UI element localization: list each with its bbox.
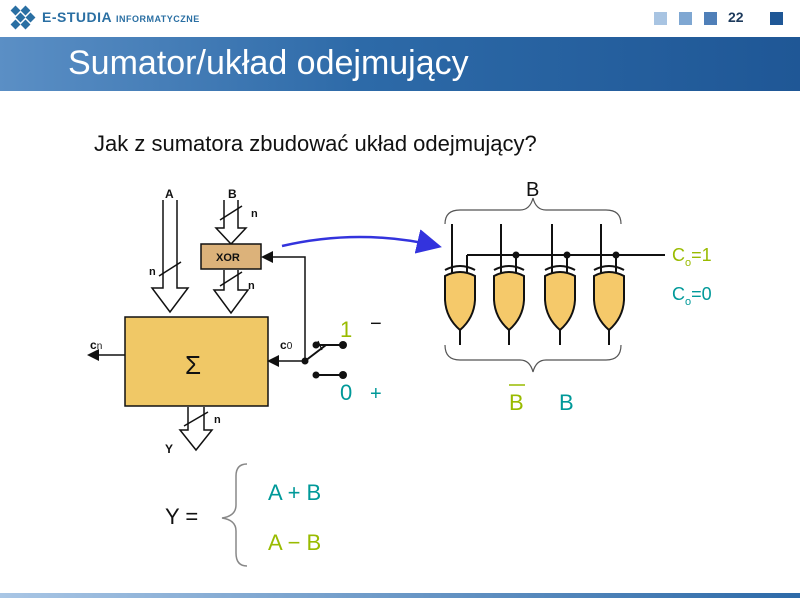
slide-title: Sumator/układ odejmujący — [68, 44, 469, 82]
deco-square-3 — [704, 12, 717, 25]
bus-slash-a — [158, 261, 182, 277]
switch-bottom-contact — [312, 371, 320, 379]
bottom-brace — [444, 344, 622, 373]
xor-gate-2 — [493, 224, 525, 345]
xor-gates-diagram — [444, 197, 665, 373]
out-plain-b: B — [559, 390, 574, 415]
adder-box — [124, 316, 269, 407]
switch-plus-label: + — [370, 383, 382, 405]
label-bus-n-y: n — [214, 414, 221, 426]
label-carry-in: c0 — [280, 338, 293, 352]
label-bus-n-xor: n — [248, 280, 255, 292]
label-carry-out: cn — [90, 338, 102, 352]
bus-slash-b — [219, 205, 243, 221]
c0-zero-label: Co=0 — [672, 284, 712, 308]
label-input-a: A — [165, 187, 174, 201]
sum-symbol: Σ — [185, 350, 201, 380]
xor-out-bus — [212, 270, 250, 315]
switch-top-contact — [312, 341, 320, 349]
title-bar — [0, 37, 800, 91]
label-bus-n-b: n — [251, 208, 258, 220]
footer-line — [0, 593, 800, 598]
xor-gate-3 — [544, 224, 576, 345]
label-output-y: Y — [165, 442, 173, 456]
xor-gate-4 — [593, 224, 625, 345]
label-bus-n-a: n — [149, 266, 156, 278]
deco-square-4 — [770, 12, 783, 25]
label-input-b: B — [228, 187, 237, 201]
xor-gate-1 — [444, 224, 476, 345]
carry-to-xor-line — [261, 251, 306, 361]
formula-brace — [221, 463, 248, 567]
deco-square-2 — [679, 12, 692, 25]
switch-minus-label: − — [370, 313, 382, 335]
brand-name: E-STUDIA INFORMATYCZNE — [42, 9, 200, 25]
input-a-bus — [150, 200, 190, 314]
out-negated-b: B — [509, 390, 524, 415]
bus-slash-xor — [219, 271, 243, 287]
output-y-bus — [178, 407, 214, 452]
brand-sub: INFORMATYCZNE — [115, 14, 200, 24]
switch-one-label: 1 — [340, 317, 352, 342]
deco-square-1 — [654, 12, 667, 25]
page-number: 22 — [728, 9, 744, 25]
formula-lhs: Y = — [165, 504, 198, 529]
top-brace — [444, 197, 622, 225]
switch-zero-label: 0 — [340, 380, 352, 405]
switch-bottom-terminal — [339, 371, 347, 379]
bus-slash-y — [183, 411, 209, 427]
question-text: Jak z sumatora zbudować układ odejmujący… — [94, 131, 537, 156]
switch-top-terminal — [339, 341, 347, 349]
formula-case-add: A + B — [268, 480, 321, 505]
xor-label: XOR — [216, 252, 240, 264]
brand-main: E-STUDIA — [42, 9, 112, 25]
gates-input-b-label: B — [526, 179, 539, 201]
logo-icon — [10, 5, 36, 30]
blue-link-arrow — [281, 229, 442, 254]
formula-case-sub: A − B — [268, 530, 321, 555]
c0-one-label: Co=1 — [672, 245, 712, 269]
switch-blade — [304, 344, 327, 362]
adder-diagram — [87, 200, 347, 452]
